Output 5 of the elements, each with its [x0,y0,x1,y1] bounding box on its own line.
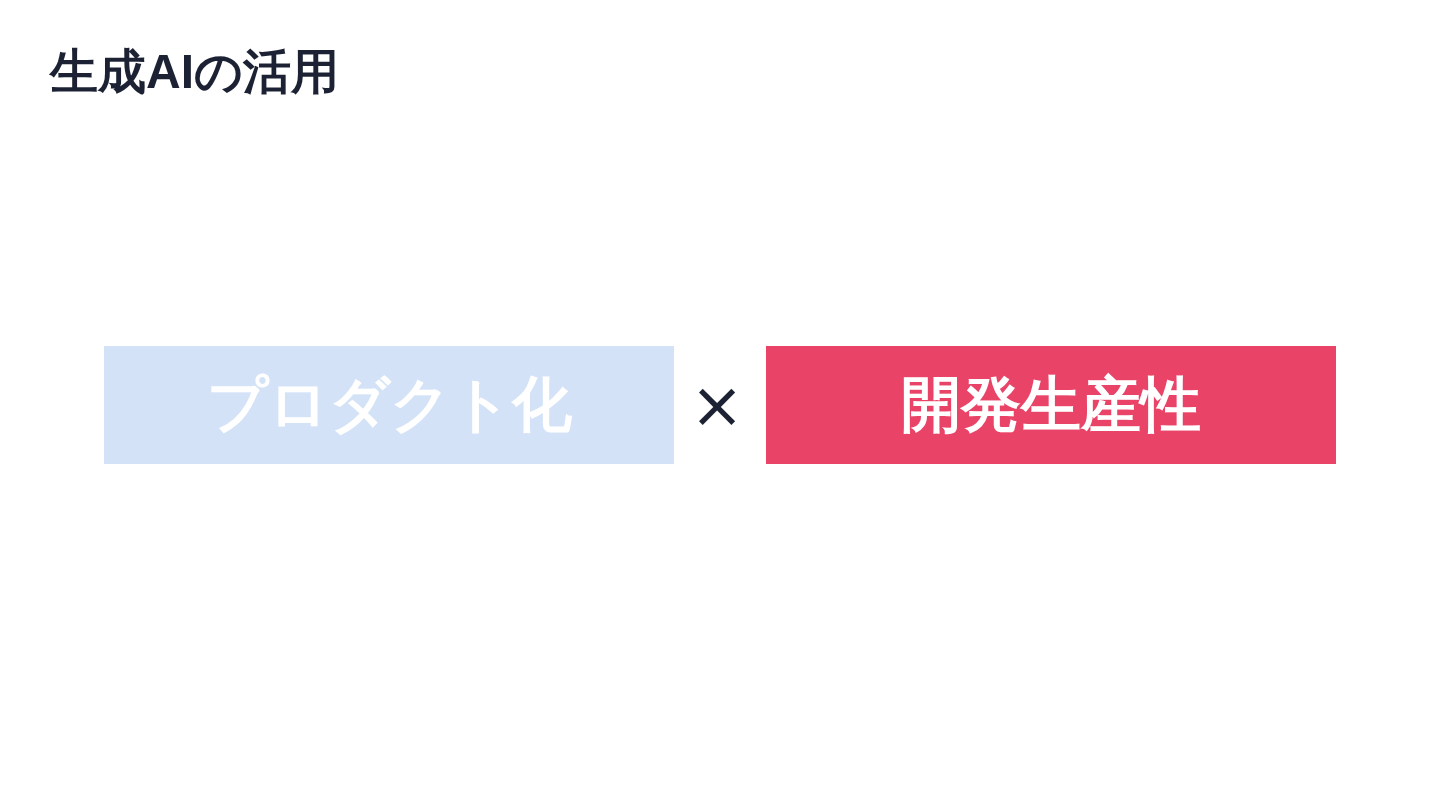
box-label: 開発生産性 [901,370,1201,440]
slide-title: 生成AIの活用 [50,44,339,100]
concept-box [766,346,1336,464]
multiply-sign: × [690,373,744,437]
concept-box [104,346,674,464]
